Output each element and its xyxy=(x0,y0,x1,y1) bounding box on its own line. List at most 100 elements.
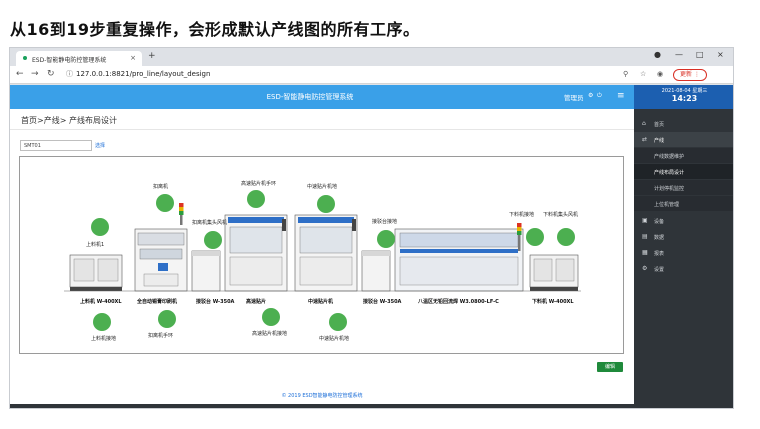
medium-speed-mounter[interactable] xyxy=(294,214,358,292)
favicon-icon xyxy=(23,56,27,60)
conveyor-2[interactable] xyxy=(361,250,391,292)
screen-printer-machine[interactable] xyxy=(134,203,188,292)
zoom-icon[interactable]: ⚲ xyxy=(623,70,629,78)
edit-button[interactable]: 编辑 xyxy=(597,362,623,372)
monitor-point-printer-wrist[interactable] xyxy=(158,310,176,328)
sidebar-item-8[interactable]: ▦ 报表 xyxy=(634,245,733,260)
sidebar-item-label: 首页 xyxy=(654,122,665,128)
machine-label-3: 高速贴片 xyxy=(246,298,266,305)
unloader-machine[interactable] xyxy=(517,223,579,291)
machine-label-2: 接驳台 W-350A xyxy=(195,298,235,305)
monitor-point-loader-top[interactable] xyxy=(91,218,109,236)
forward-icon[interactable]: → xyxy=(31,69,39,79)
sidebar-item-6[interactable]: ▣设备 xyxy=(634,213,733,228)
label-top-4: 接驳台接地 xyxy=(372,218,397,225)
sidebar-item-label: 产线数据维护 xyxy=(654,154,685,160)
monitor-point-ms-ground-2[interactable] xyxy=(329,313,347,331)
maximize-button[interactable]: □ xyxy=(696,50,704,59)
monitor-point-hs-ground[interactable] xyxy=(262,308,280,326)
url-host: 127.0.0.1 xyxy=(76,70,110,78)
info-icon: ⓘ xyxy=(66,70,73,78)
bottom-bar xyxy=(10,404,733,408)
monitor-point-loader-ground[interactable] xyxy=(93,313,111,331)
close-window-button[interactable]: × xyxy=(717,50,724,59)
new-tab-button[interactable]: + xyxy=(148,51,156,61)
data-icon: ▤ xyxy=(642,233,648,240)
back-icon[interactable]: ← xyxy=(16,69,24,79)
sidebar-item-3[interactable]: 产线布局设计 xyxy=(634,164,733,179)
minimize-button[interactable]: — xyxy=(675,50,683,59)
bookmark-star-icon[interactable]: ☆ xyxy=(640,70,647,78)
conveyor-1[interactable] xyxy=(191,250,221,292)
browser-tab[interactable]: ESD-智能静电防控管理系统 × xyxy=(16,51,142,66)
clock-time: 14:23 xyxy=(671,94,698,103)
machine-label-0: 上料机 W-400XL xyxy=(80,298,122,305)
sidebar-item-label: 产线布局设计 xyxy=(654,170,685,176)
menu-toggle-icon[interactable]: ≡ xyxy=(617,91,625,101)
sidebar-item-label: 设备 xyxy=(654,219,665,225)
reflow-oven[interactable] xyxy=(394,228,524,292)
monitor-point-unloader-fan[interactable] xyxy=(557,228,575,246)
sidebar-item-2[interactable]: 产线数据维护 xyxy=(634,148,733,163)
sidebar-item-9[interactable]: ⚙ 设置 xyxy=(634,261,733,276)
sidebar: 2021-08-04 星期三 14:23 ⌂ 首页 ⇄ 产线产线数据维护产线布局设计计… xyxy=(634,85,733,408)
home-icon: ⌂ xyxy=(642,120,646,127)
machine-label-5: 接驳台 W-350A xyxy=(362,298,402,305)
monitor-point-printer-fan[interactable] xyxy=(204,231,222,249)
monitor-point-hs-wrist[interactable] xyxy=(247,190,265,208)
update-button[interactable]: 更新 ⋮ xyxy=(673,69,707,81)
slide-caption: 从16到19步重复操作，会形成默认产线图的所有工序。 xyxy=(10,20,420,39)
sidebar-clock: 2021-08-04 星期三 14:23 xyxy=(634,85,733,109)
label-top-3: 扣离机集头风机 xyxy=(192,219,227,226)
sidebar-item-label: 产线 xyxy=(654,138,665,144)
sidebar-item-7[interactable]: ▤数据 xyxy=(634,229,733,244)
select-link[interactable]: 选择 xyxy=(95,143,106,149)
app-root: ESD-智能静电防控管理系统 管理员 ⚙ ⏻ ≡ 2021-08-04 星期三 … xyxy=(10,85,733,408)
update-label: 更新 xyxy=(680,71,693,78)
monitor-point-printer[interactable] xyxy=(156,194,174,212)
sidebar-item-5[interactable]: 上位机管理 xyxy=(634,196,733,211)
line-select-input[interactable]: SMT01 xyxy=(20,140,92,151)
app-title: ESD-智能静电防控管理系统 xyxy=(266,93,354,101)
tab-close-icon[interactable]: × xyxy=(130,54,136,62)
admin-label[interactable]: 管理员 xyxy=(564,94,584,102)
sidebar-item-4[interactable]: 计划停机监控 xyxy=(634,180,733,195)
label-top-0: 扣离机 xyxy=(153,183,168,190)
sidebar-item-label: 设置 xyxy=(654,267,665,273)
monitor-point-ms-ground[interactable] xyxy=(317,195,335,213)
label-bottom-0: 上料机接地 xyxy=(91,335,116,342)
settings-icon: ⚙ xyxy=(642,265,648,272)
profile-icon[interactable]: ◉ xyxy=(657,70,664,78)
url-path: :8821/pro_line/layout_design xyxy=(109,70,211,78)
label-top-2: 中速贴片机地 xyxy=(307,183,337,190)
report-icon: ▦ xyxy=(642,249,648,256)
label-top-6: 下料机集头风机 xyxy=(543,211,578,218)
power-icon[interactable]: ⏻ xyxy=(597,92,602,99)
loader-machine[interactable] xyxy=(69,254,123,291)
layout-canvas[interactable]: 扣离机 高速贴片机手环 中速贴片机地 扣离机集头风机 接驳台接地 下料机接地 下… xyxy=(19,156,624,354)
reload-icon[interactable]: ↻ xyxy=(47,69,55,79)
sidebar-item-1[interactable]: ⇄ 产线 xyxy=(634,132,733,147)
swap-icon: ⇄ xyxy=(642,136,648,143)
monitor-point-conveyor-ground[interactable] xyxy=(377,230,395,248)
user-settings-icon[interactable]: ⚙ xyxy=(588,92,594,99)
label-top-5: 下料机接地 xyxy=(509,211,534,218)
monitor-point-unloader-ground[interactable] xyxy=(526,228,544,246)
footer-copyright: © 2019 ESD智能静电防控管理系统 xyxy=(281,393,363,399)
machine-label-7: 下料机 W-400XL xyxy=(532,298,574,305)
high-speed-mounter[interactable] xyxy=(224,214,288,292)
label-top-1: 高速贴片机手环 xyxy=(241,180,276,187)
label-bottom-2: 高速贴片机接地 xyxy=(252,330,287,337)
app-header: ESD-智能静电防控管理系统 管理员 ⚙ ⏻ ≡ xyxy=(10,85,634,109)
sidebar-item-label: 上位机管理 xyxy=(654,202,680,208)
record-icon[interactable]: ● xyxy=(654,50,661,59)
sidebar-item-0[interactable]: ⌂ 首页 xyxy=(634,116,733,131)
clock-date: 2021-08-04 星期三 xyxy=(661,88,708,94)
label-top-7: 上料机1 xyxy=(86,241,104,248)
breadcrumb-divider xyxy=(10,129,634,130)
sidebar-item-label: 报表 xyxy=(654,251,665,257)
tab-title: ESD-智能静电防控管理系统 xyxy=(32,57,107,64)
